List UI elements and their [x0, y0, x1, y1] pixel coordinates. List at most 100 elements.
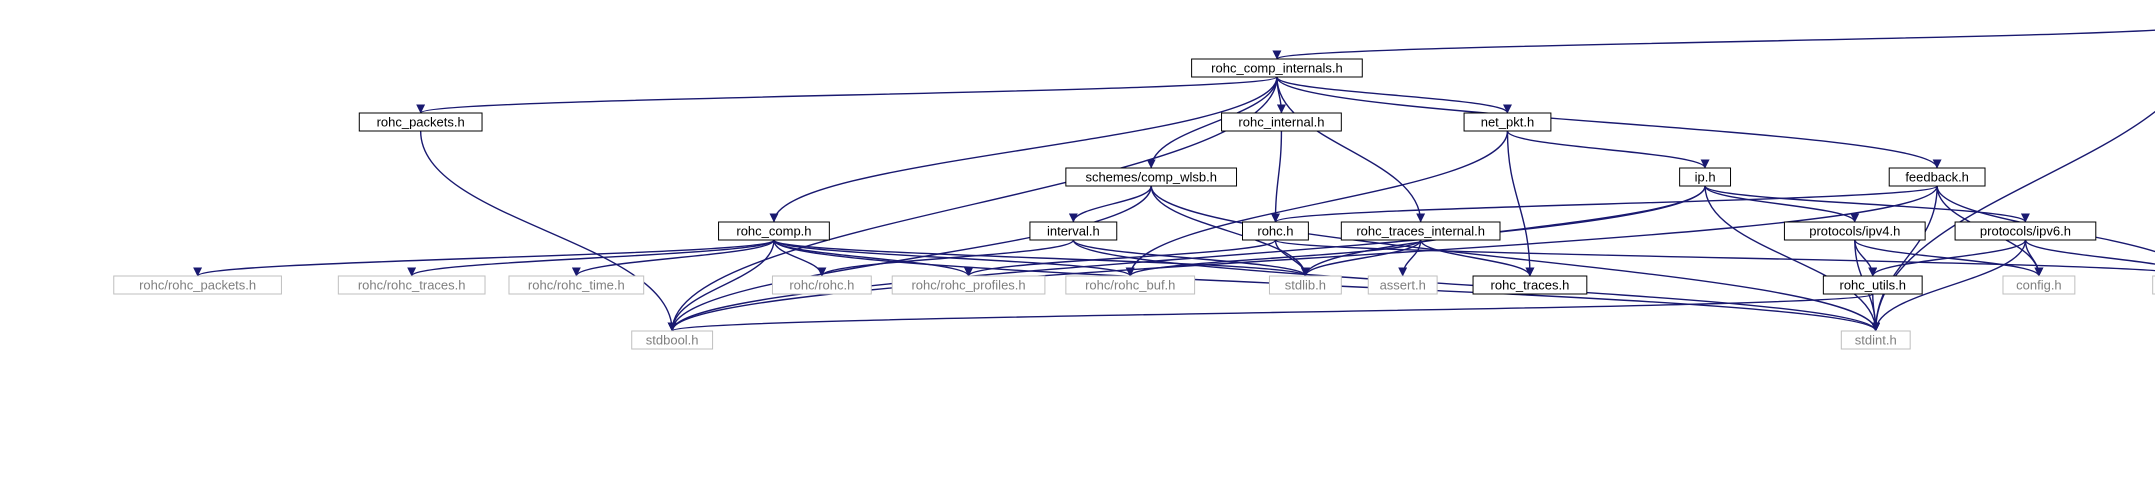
node-stdint: stdint.h — [1840, 330, 1911, 350]
node-label-rohc_traces_internal: rohc_traces_internal.h — [1356, 224, 1485, 239]
node-label-rohc_rohc_time: rohc/rohc_time.h — [528, 278, 625, 293]
node-rohc_rohc: rohc/rohc.h — [771, 275, 872, 295]
edge-rohc_comp_internals-to-rohc_traces_internal — [1276, 76, 1426, 223]
node-box-rohc_rohc_time — [508, 275, 645, 295]
edge-ipv6-to-stddef — [2024, 239, 2155, 265]
node-box-rohc_rohc_buf — [1065, 275, 1196, 295]
edge-net_pkt-to-rohc_traces — [1506, 130, 1535, 277]
edge-rohc_comp-to-rohc_rohc_time — [571, 239, 775, 277]
node-rohc_comp_internals[interactable]: rohc_comp_internals.h — [1191, 58, 1363, 78]
node-rohc_packets[interactable]: rohc_packets.h — [358, 112, 483, 132]
node-box-rohc_internal — [1221, 112, 1342, 132]
node-box-comp_wlsb — [1065, 167, 1238, 187]
node-label-rohc_comp: rohc_comp.h — [736, 224, 811, 239]
node-box-ipv4 — [1783, 221, 1926, 241]
node-rohc_traces[interactable]: rohc_traces.h — [1472, 275, 1588, 295]
node-box-rohc — [1242, 221, 1309, 241]
edge-rohc-to-stddef — [1274, 239, 2155, 272]
node-rohc_comp[interactable]: rohc_comp.h — [718, 221, 830, 241]
edge-rohc_traces_internal-to-rohc_traces — [1419, 239, 1535, 277]
node-box-rohc_rohc_packets — [113, 275, 282, 295]
node-label-rohc_packets: rohc_packets.h — [377, 115, 465, 130]
node-label-rohc_rohc_traces: rohc/rohc_traces.h — [358, 278, 466, 293]
edge-rohc_comp-to-stdbool — [667, 239, 775, 332]
node-label-assert: assert.h — [1380, 278, 1426, 293]
edge-ip-to-stdint — [1704, 185, 1881, 332]
node-box-rohc_packets — [358, 112, 483, 132]
node-box-net_pkt — [1463, 112, 1552, 132]
edge-rohc_utils-to-stdint — [1871, 293, 1881, 332]
node-label-rohc_traces: rohc_traces.h — [1491, 278, 1570, 293]
node-rohc_rohc_time: rohc/rohc_time.h — [508, 275, 645, 295]
node-rohc_utils[interactable]: rohc_utils.h — [1822, 275, 1923, 295]
node-label-comp_wlsb: schemes/comp_wlsb.h — [1085, 170, 1217, 185]
edge-rohc_comp-to-rohc_rohc_traces — [407, 239, 775, 277]
node-rohc_rohc_buf: rohc/rohc_buf.h — [1065, 275, 1196, 295]
edge-comp_wlsb-to-stdbool — [667, 185, 1152, 332]
node-box-config — [2002, 275, 2076, 295]
node-box-rohc_comp_internals — [1191, 58, 1363, 78]
edge-rohc_traces_internal-to-stdlib — [1300, 239, 1422, 277]
node-label-rohc: rohc.h — [1257, 224, 1293, 239]
nodes-layer: tcp_ts.hrohc_comp_internals.hrohc_packet… — [113, 58, 2155, 350]
node-box-stdint — [1840, 330, 1911, 350]
node-label-rohc_rohc_packets: rohc/rohc_packets.h — [139, 278, 256, 293]
node-label-net_pkt: net_pkt.h — [1481, 115, 1535, 130]
node-label-rohc_rohc_buf: rohc/rohc_buf.h — [1085, 278, 1175, 293]
node-interval[interactable]: interval.h — [1029, 221, 1118, 241]
edge-rohc_comp-to-rohc_rohc_packets — [193, 239, 775, 277]
node-box-feedback — [1888, 167, 1986, 187]
edge-feedback-to-rohc — [1271, 185, 1938, 223]
node-label-stdint: stdint.h — [1855, 333, 1897, 348]
edge-rohc_packets-to-stdbool — [419, 130, 677, 332]
edge-rohc_comp_internals-to-rohc_comp — [769, 76, 1278, 223]
node-net_pkt[interactable]: net_pkt.h — [1463, 112, 1552, 132]
edges-layer — [193, 29, 2155, 332]
edge-rohc_utils-to-stdbool — [668, 293, 1874, 332]
edge-rohc_comp-to-stdlib — [773, 239, 1310, 277]
edge-rohc_comp_internals-to-net_pkt — [1276, 76, 1512, 114]
node-box-rohc_rohc_traces — [337, 275, 486, 295]
node-ip[interactable]: ip.h — [1679, 167, 1732, 187]
node-rohc_internal[interactable]: rohc_internal.h — [1221, 112, 1342, 132]
node-rohc[interactable]: rohc.h — [1242, 221, 1309, 241]
node-rohc_traces_internal[interactable]: rohc_traces_internal.h — [1340, 221, 1501, 241]
node-box-ipv6 — [1954, 221, 2097, 241]
node-label-feedback: feedback.h — [1905, 170, 1969, 185]
edge-rohc_comp_internals-to-rohc_packets — [416, 76, 1278, 114]
node-label-rohc_utils: rohc_utils.h — [1840, 278, 1906, 293]
node-box-stdlib — [1268, 275, 1342, 295]
node-box-rohc_rohc — [771, 275, 872, 295]
edge-tcp_ts-to-rohc_comp_internals — [1272, 29, 2155, 60]
node-box-rohc_comp — [718, 221, 830, 241]
node-feedback[interactable]: feedback.h — [1888, 167, 1986, 187]
edge-ip-to-ipv6 — [1704, 185, 2030, 223]
edge-ip-to-ipv4 — [1704, 185, 1860, 223]
edge-feedback-to-stdint — [1871, 185, 1938, 332]
edge-rohc-to-rohc_rohc_profiles — [964, 239, 1277, 277]
node-stddef: stddef.h — [2152, 275, 2155, 295]
edge-interval-to-stdlib — [1072, 239, 1310, 277]
edge-feedback-to-stdbool — [667, 185, 1938, 332]
node-ipv6[interactable]: protocols/ipv6.h — [1954, 221, 2097, 241]
edge-comp_wlsb-to-stdint — [1150, 185, 1881, 332]
node-label-stdlib: stdlib.h — [1285, 278, 1326, 293]
node-box-rohc_traces_internal — [1340, 221, 1501, 241]
node-ipv4[interactable]: protocols/ipv4.h — [1783, 221, 1926, 241]
node-label-ip: ip.h — [1695, 170, 1716, 185]
node-label-rohc_rohc_profiles: rohc/rohc_profiles.h — [911, 278, 1025, 293]
node-box-rohc_traces — [1472, 275, 1588, 295]
node-label-stdbool: stdbool.h — [646, 333, 699, 348]
node-rohc_rohc_traces: rohc/rohc_traces.h — [337, 275, 486, 295]
node-label-interval: interval.h — [1047, 224, 1100, 239]
node-stdbool: stdbool.h — [631, 330, 714, 350]
node-box-ip — [1679, 167, 1732, 187]
node-label-ipv4: protocols/ipv4.h — [1809, 224, 1900, 239]
node-config: config.h — [2002, 275, 2076, 295]
edge-rohc_internal-to-rohc — [1270, 130, 1283, 223]
node-label-rohc_rohc: rohc/rohc.h — [789, 278, 854, 293]
edge-comp_wlsb-to-stdlib — [1150, 185, 1310, 277]
node-comp_wlsb[interactable]: schemes/comp_wlsb.h — [1065, 167, 1238, 187]
edge-rohc_traces_internal-to-assert — [1398, 239, 1422, 277]
